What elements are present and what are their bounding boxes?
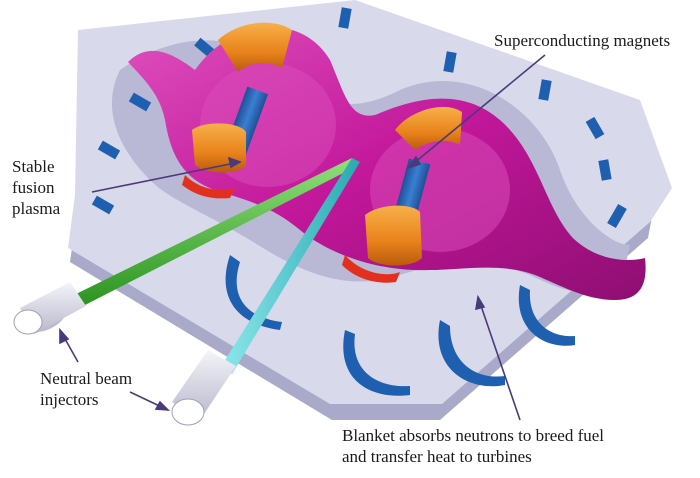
label-injectors-line1: Neutral beam bbox=[40, 369, 133, 388]
beam-injector-green bbox=[13, 158, 357, 335]
label-plasma-line2: fusion bbox=[12, 178, 55, 197]
pointer-magnets bbox=[407, 54, 546, 169]
label-magnets-text: Superconducting magnets bbox=[494, 31, 671, 50]
label-blanket-line2: and transfer heat to turbines bbox=[342, 447, 532, 466]
label-injectors-line2: injectors bbox=[40, 390, 99, 409]
label-blanket: Blanket absorbs neutrons to breed fuel a… bbox=[342, 425, 604, 467]
label-superconducting-magnets: Superconducting magnets bbox=[494, 30, 670, 51]
beam-injector-cyan bbox=[171, 158, 360, 426]
label-stable-fusion-plasma: Stable fusion plasma bbox=[12, 156, 60, 219]
label-neutral-beam-injectors: Neutral beam injectors bbox=[40, 368, 132, 410]
label-plasma-line1: Stable bbox=[12, 157, 55, 176]
pointer-lines bbox=[59, 54, 546, 421]
label-blanket-line1: Blanket absorbs neutrons to breed fuel bbox=[342, 426, 605, 445]
pointer-blanket bbox=[477, 296, 521, 421]
label-plasma-line3: plasma bbox=[12, 199, 61, 218]
coil-tabs bbox=[91, 7, 627, 396]
pointer-plasma bbox=[91, 161, 241, 193]
magnet-right bbox=[365, 106, 462, 266]
